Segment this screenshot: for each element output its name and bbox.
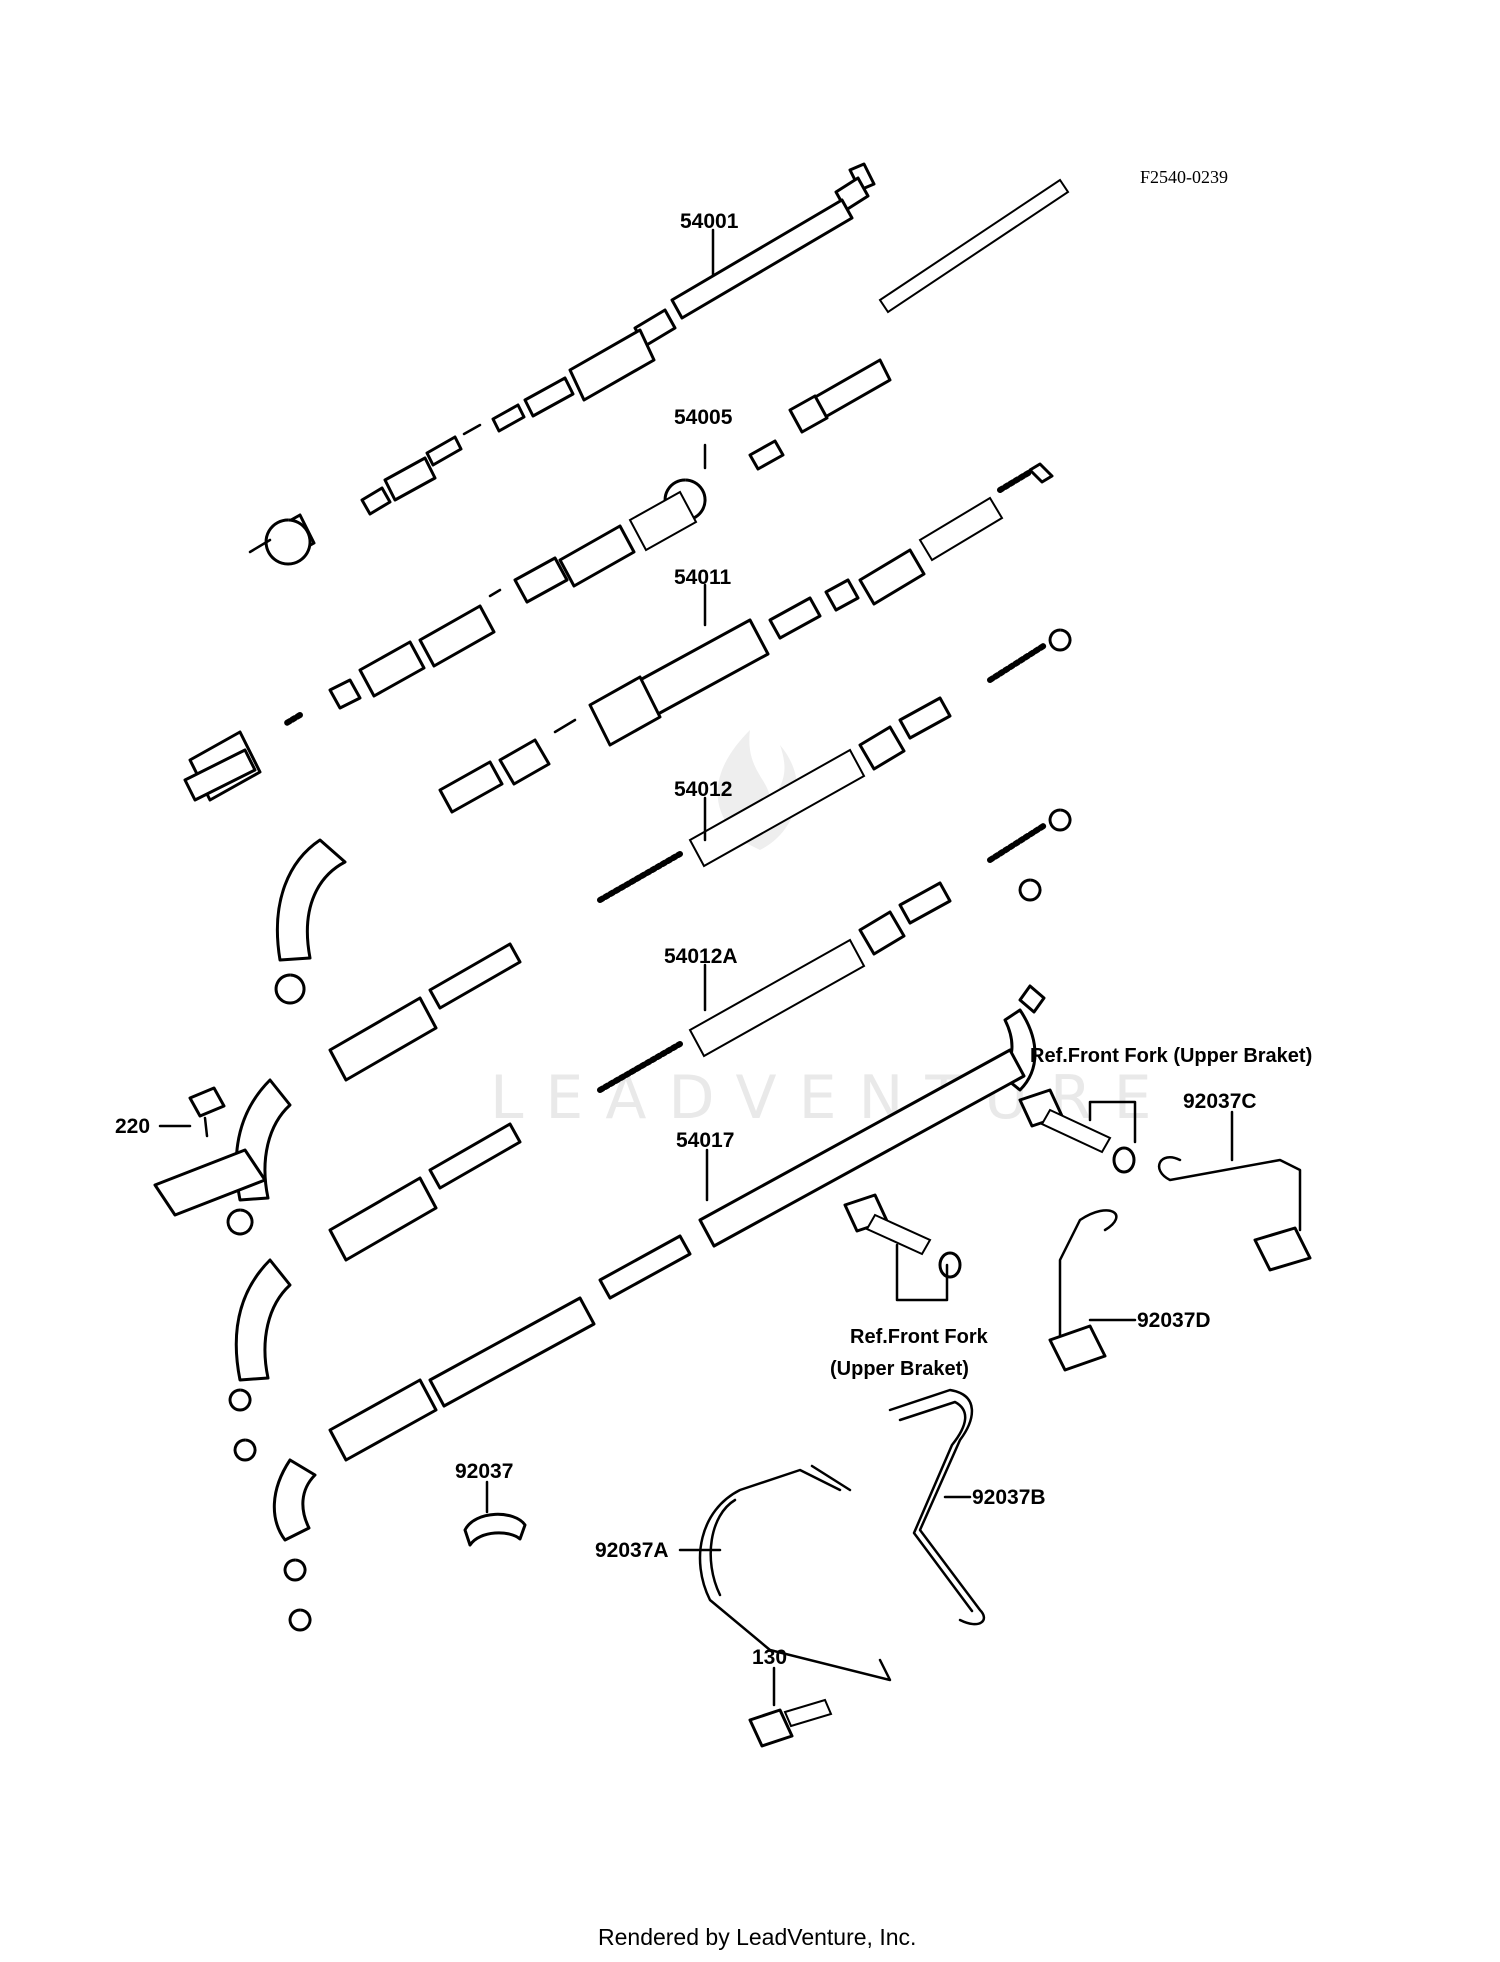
ref-front-fork-lower-line2: (Upper Braket) — [830, 1358, 969, 1380]
label-92037[interactable]: 92037 — [455, 1460, 513, 1483]
choke-cable-54017[interactable] — [272, 878, 1046, 1632]
label-54012A[interactable]: 54012A — [664, 945, 738, 968]
speedometer-cable-54001[interactable] — [248, 162, 876, 566]
ref-front-fork-upper: Ref.Front Fork (Upper Braket) — [1030, 1045, 1312, 1067]
label-92037D[interactable]: 92037D — [1137, 1309, 1211, 1332]
label-92037C[interactable]: 92037C — [1183, 1090, 1257, 1113]
footer-credit: Rendered by LeadVenture, Inc. — [598, 1924, 916, 1950]
clamp-92037C[interactable] — [1158, 1156, 1312, 1272]
label-220[interactable]: 220 — [115, 1115, 150, 1138]
label-54001[interactable]: 54001 — [680, 210, 739, 233]
fork-bolt-lower[interactable] — [843, 1193, 962, 1279]
diagram-code: F2540-0239 — [1140, 167, 1228, 187]
fork-bolt-upper[interactable] — [1018, 1088, 1136, 1174]
tachometer-cable-54005[interactable] — [183, 178, 1070, 802]
label-54012[interactable]: 54012 — [674, 778, 732, 801]
label-54017[interactable]: 54017 — [676, 1129, 734, 1152]
label-54005[interactable]: 54005 — [674, 406, 733, 429]
bracket-92037A[interactable] — [698, 1464, 892, 1682]
bolt-130[interactable] — [748, 1698, 833, 1748]
screw-220[interactable] — [188, 1086, 226, 1138]
clamp-92037D[interactable] — [1048, 1209, 1118, 1372]
label-92037B[interactable]: 92037B — [972, 1486, 1046, 1509]
throttle-cable-54012[interactable] — [153, 628, 1072, 1236]
bracket-92037B[interactable] — [888, 1388, 986, 1626]
leader-ref-lower — [895, 1243, 949, 1302]
label-92037A[interactable]: 92037A — [595, 1539, 669, 1562]
clamp-92037[interactable] — [463, 1512, 527, 1547]
leader-ref-upper — [1088, 1100, 1137, 1144]
label-130[interactable]: 130 — [752, 1646, 787, 1669]
clutch-cable-54011[interactable] — [274, 462, 1054, 1005]
throttle-cable-54012A[interactable] — [228, 808, 1072, 1462]
label-54011[interactable]: 54011 — [674, 566, 732, 589]
ref-front-fork-lower-line1: Ref.Front Fork — [850, 1326, 989, 1348]
